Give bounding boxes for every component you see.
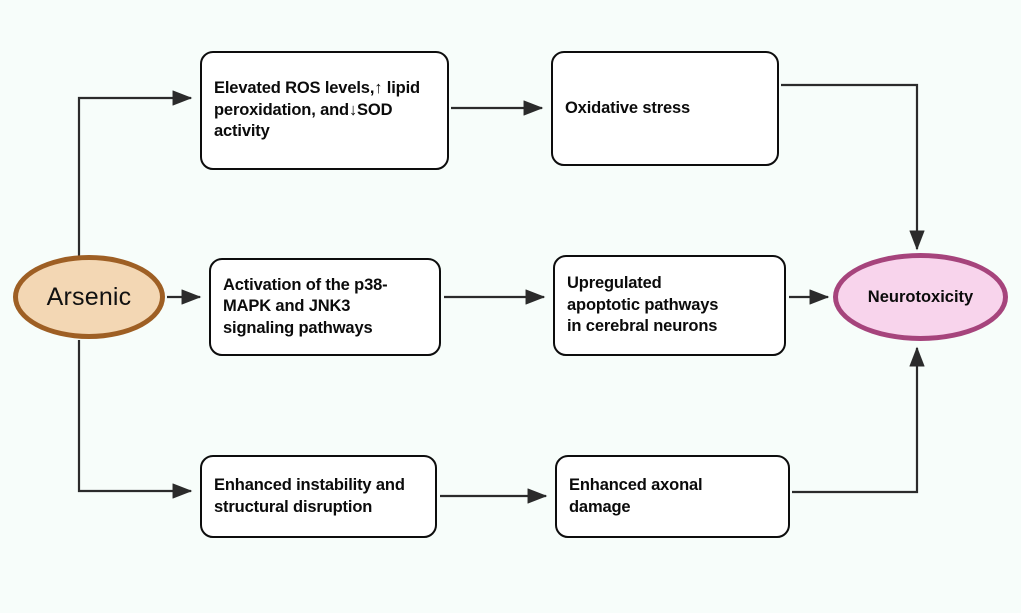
node-arsenic-label: Arsenic xyxy=(46,282,132,311)
node-oxidative-stress-label: Oxidative stress xyxy=(565,98,691,117)
node-p38-mapk-activation-label: Activation of the p38- MAPK and JNK3 sig… xyxy=(223,275,388,337)
edge-arsenic-to-ros xyxy=(77,90,193,256)
node-p38-mapk-activation[interactable]: Activation of the p38- MAPK and JNK3 sig… xyxy=(209,258,441,356)
edge-oxidative-stress-to-neurotoxicity xyxy=(781,83,925,251)
node-enhanced-axonal-damage-label: Enhanced axonal damage xyxy=(569,476,703,516)
node-neurotoxicity-label: Neurotoxicity xyxy=(867,287,974,306)
node-neurotoxicity[interactable]: Neurotoxicity xyxy=(833,253,1008,341)
node-elevated-ros[interactable]: Elevated ROS levels,↑ lipid peroxidation… xyxy=(200,51,449,170)
node-upregulated-apoptotic-pathways-label: Upregulated apoptotic pathways in cerebr… xyxy=(567,274,719,336)
node-enhanced-instability-label: Enhanced instability and structural disr… xyxy=(214,476,405,516)
node-enhanced-instability[interactable]: Enhanced instability and structural disr… xyxy=(200,455,437,538)
node-oxidative-stress[interactable]: Oxidative stress xyxy=(551,51,779,166)
edge-arsenic-to-instability xyxy=(77,340,193,499)
node-elevated-ros-label: Elevated ROS levels,↑ lipid peroxidation… xyxy=(214,79,420,141)
node-enhanced-axonal-damage[interactable]: Enhanced axonal damage xyxy=(555,455,790,538)
edge-axonal-damage-to-neurotoxicity xyxy=(792,346,925,494)
node-arsenic[interactable]: Arsenic xyxy=(13,255,165,339)
node-upregulated-apoptotic-pathways[interactable]: Upregulated apoptotic pathways in cerebr… xyxy=(553,255,786,356)
